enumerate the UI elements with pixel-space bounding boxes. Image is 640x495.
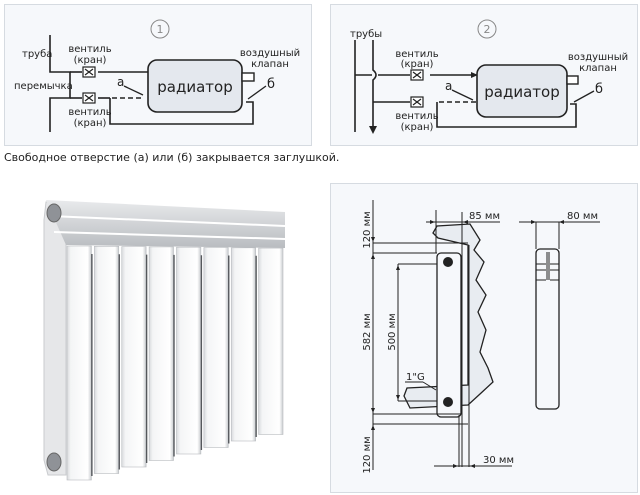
top-clearance-label: 120 мм <box>362 211 373 248</box>
radiator-section <box>66 245 92 481</box>
pointer-a <box>123 85 144 96</box>
radiator-label: радиатор <box>484 83 559 101</box>
valve-top-label: (кран) <box>74 55 107 66</box>
dimension-arrows <box>371 220 564 468</box>
scheme-number: 2 <box>484 23 491 36</box>
valve-top-label: вентиль <box>395 49 438 60</box>
valve-icon <box>410 96 424 108</box>
valve-top-label: вентиль <box>68 44 111 55</box>
outlet-port-icon <box>46 452 62 472</box>
dimension-lines <box>372 200 600 470</box>
pointer-a <box>451 89 474 101</box>
scheme-number: 1 <box>157 23 164 36</box>
scheme-number-circle <box>477 19 497 39</box>
valve-icon <box>82 66 96 78</box>
depth-label: 85 мм <box>469 211 500 222</box>
radiator-side-view <box>436 252 462 418</box>
pipe-connection-icon <box>443 397 453 407</box>
pipe-connection-icon <box>443 257 453 267</box>
radiator-photo <box>43 200 286 481</box>
radiator-section <box>148 246 174 461</box>
air-valve-label: воздушный <box>568 52 628 63</box>
pipe-label: труба <box>22 49 52 60</box>
scheme-number-circle <box>150 19 170 39</box>
valve-bottom-label: (кран) <box>401 122 434 133</box>
radiator-section <box>94 245 120 474</box>
inlet-port-icon <box>46 203 62 223</box>
air-valve-label: клапан <box>579 63 617 74</box>
flow-arrow-icon <box>369 126 377 134</box>
radiator-section <box>230 247 256 442</box>
opening-a-label: а <box>117 75 124 89</box>
opening-a-label: а <box>445 79 452 93</box>
air-valve-icon <box>566 75 579 85</box>
air-valve-label: клапан <box>251 59 289 70</box>
radiator-section <box>121 246 147 468</box>
bottom-clearance-label: 120 мм <box>362 436 373 473</box>
valve-icon <box>410 69 424 81</box>
pointer-b <box>573 90 595 103</box>
valve-bottom-label: (кран) <box>74 118 107 129</box>
wall-gap-label: 30 мм <box>483 455 514 466</box>
opening-b-label: б <box>595 82 603 97</box>
radiator-section <box>258 247 284 435</box>
valve-icon <box>82 92 96 104</box>
bypass-label: перемычка <box>14 81 73 92</box>
thread-leader <box>422 381 437 391</box>
total-height-label: 582 мм <box>362 313 373 350</box>
air-valve-label: воздушный <box>240 48 300 59</box>
air-valve-icon <box>241 72 255 82</box>
radiator-box <box>476 64 568 118</box>
extension-lines <box>373 210 470 467</box>
pipes-label: трубы <box>350 29 382 40</box>
valve-bottom-label: вентиль <box>395 111 438 122</box>
radiator-label: радиатор <box>157 78 232 96</box>
axis-distance-label: 500 мм <box>387 313 398 350</box>
thread-label: 1"G <box>406 372 425 383</box>
section-width-label: 80 мм <box>567 211 598 222</box>
radiator-box <box>147 59 243 113</box>
flow-arrow-icon <box>471 72 478 78</box>
opening-b-label: б <box>267 77 275 92</box>
radiator-section <box>203 247 229 448</box>
radiator-fins <box>46 200 285 248</box>
fin-grid <box>49 215 286 240</box>
pointer-b <box>247 85 267 100</box>
caption-note: Свободное отверстие (а) или (б) закрывае… <box>4 151 340 164</box>
valve-bottom-label: вентиль <box>68 107 111 118</box>
pipe-lines <box>49 35 254 132</box>
pipe-lines <box>354 40 577 132</box>
radiator-sections <box>66 245 284 481</box>
valve-top-label: (кран) <box>401 59 434 70</box>
section-end-view <box>535 248 560 410</box>
section-end-detail <box>536 252 559 281</box>
